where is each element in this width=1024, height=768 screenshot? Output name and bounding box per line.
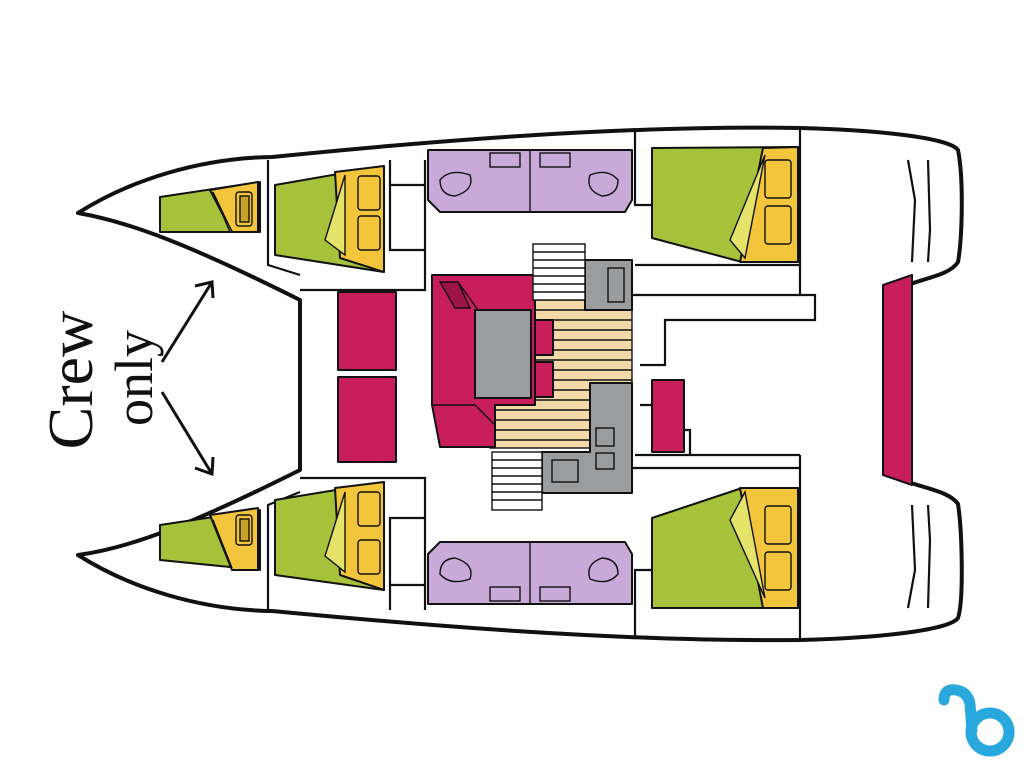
crew-label-text: Crew bbox=[35, 311, 106, 450]
aft-cabin-berth-lower bbox=[651, 487, 799, 609]
forward-berth-upper bbox=[159, 181, 261, 233]
companionway-stairs-lower bbox=[491, 451, 543, 511]
cabin-berth-lower-left bbox=[274, 481, 385, 591]
head-upper bbox=[427, 149, 633, 213]
saloon-side-seat bbox=[651, 379, 685, 453]
cabin-berth-upper-left bbox=[274, 165, 385, 273]
only-label-text: only bbox=[104, 330, 164, 426]
companionway-stairs-upper bbox=[532, 243, 586, 301]
head-lower bbox=[427, 541, 633, 605]
forward-berth-lower bbox=[159, 507, 261, 571]
cockpit-bench bbox=[882, 274, 913, 486]
forward-saloon-seats bbox=[337, 291, 397, 463]
arrow-up-icon bbox=[160, 280, 215, 363]
galley-upper bbox=[584, 259, 633, 311]
saloon-table bbox=[474, 309, 532, 399]
structural-walls bbox=[266, 128, 932, 640]
crew-only-label: Crew only bbox=[35, 311, 164, 450]
arrow-down-icon bbox=[160, 391, 215, 477]
aft-cabin-berth-upper bbox=[651, 146, 799, 263]
galley-lower bbox=[541, 382, 633, 494]
saloon-cushions bbox=[534, 319, 554, 398]
brand-logo-icon bbox=[938, 684, 1015, 757]
